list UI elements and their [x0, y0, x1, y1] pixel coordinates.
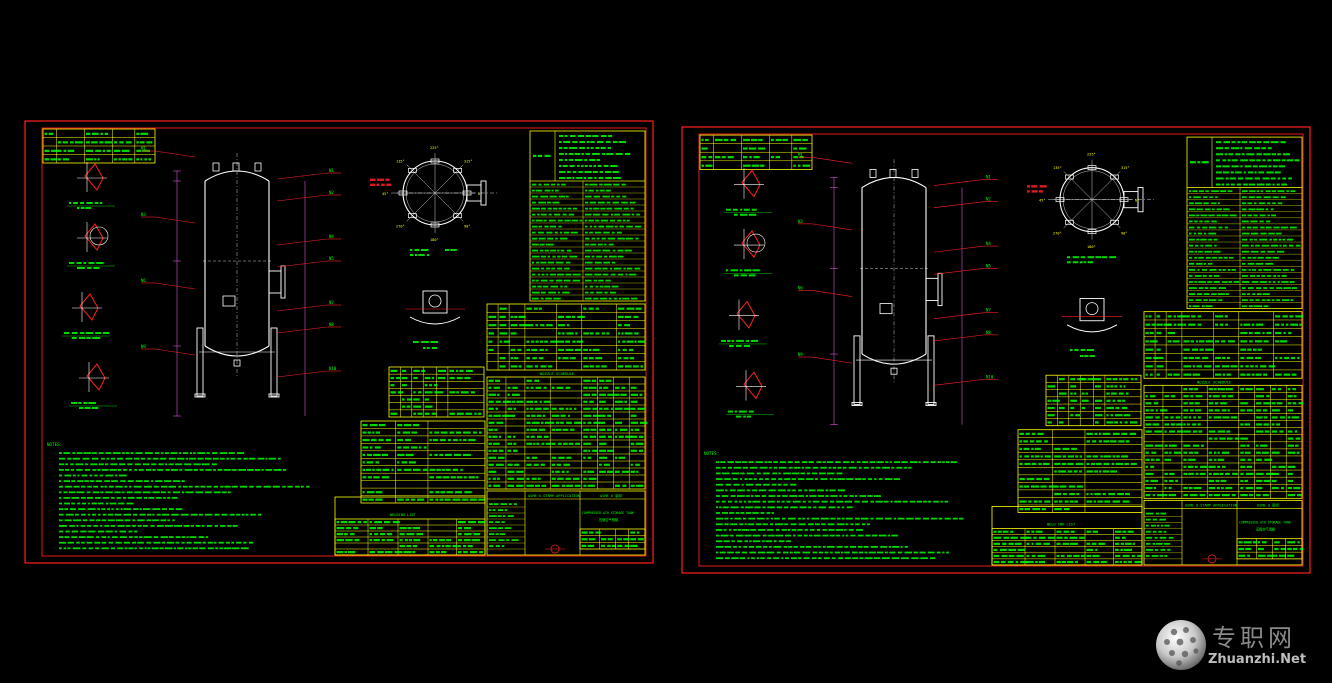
angle-label: 0°	[1135, 199, 1139, 203]
weld-procedure-tables	[360, 366, 486, 504]
angle-label: 0°	[478, 192, 482, 196]
design-data-table	[1186, 136, 1303, 310]
nozzle-tag: N9	[141, 344, 146, 349]
revision-table	[42, 128, 156, 164]
weld-detail-sketches	[719, 168, 774, 418]
drawing-title-cn: 压缩空气储罐	[1256, 527, 1276, 532]
drawing-title: COMPRESSED AIR STORAGE TANK	[1239, 521, 1291, 525]
nozzle-tag: N4	[986, 241, 991, 246]
drawing-title-cn: 压缩空气储罐	[599, 517, 619, 522]
site-watermark: 专职网 Zhuanzhi.Net	[1150, 612, 1332, 678]
revision-table	[699, 134, 813, 170]
watermark-en: Zhuanzhi.Net	[1208, 652, 1307, 667]
asme-stamp-label: ASME U-STAMP APPLICATION	[1185, 503, 1237, 507]
nozzle-tag: N9	[798, 352, 803, 357]
nozzle-tag: N10	[329, 366, 337, 371]
angle-label: 135°	[396, 159, 405, 163]
asme-stamp-cn: ASME U 钢印	[600, 493, 623, 498]
angle-label: 270°	[1053, 231, 1062, 235]
general-notes: NOTES:	[47, 442, 310, 550]
title-block: ASME U-STAMP APPLICATION ASME U 钢印 COMPRES…	[1143, 499, 1304, 566]
lifting-lug-detail	[405, 290, 465, 349]
nozzle-schedule-table: NOZZLE SCHEDULE	[486, 303, 646, 376]
angle-label: 315°	[1121, 166, 1130, 170]
angle-label: 225°	[1087, 153, 1096, 157]
nozzle-tag: N2	[329, 190, 334, 195]
asme-stamp-label: ASME U-STAMP APPLICATION	[528, 494, 580, 498]
nozzle-tag: N8	[329, 322, 334, 327]
weld-detail-sketches	[62, 162, 117, 409]
title-block: ASME U-STAMP APPLICATION ASME U 钢印 COMPRES…	[486, 490, 646, 556]
lifting-lug-detail	[1062, 298, 1122, 358]
nozzle-tag: N10	[986, 374, 994, 379]
nozzle-tag: N6	[141, 278, 146, 283]
nozzle-tag: M1	[798, 152, 803, 157]
material-list-table	[486, 376, 648, 490]
nozzle-tag: N7	[329, 300, 334, 305]
nozzle-orientation-view: 0° 90° 180° 270° 45° 135° 225° 315°	[1027, 153, 1154, 264]
sheet-outer-frame	[681, 126, 1311, 574]
globe-logo-icon	[1156, 620, 1206, 670]
notes-heading: NOTES:	[704, 451, 719, 456]
nozzle-tag: N1	[329, 168, 334, 173]
angle-label: 225°	[430, 146, 439, 150]
angle-label: 90°	[1121, 231, 1128, 235]
material-list-table	[1143, 384, 1304, 499]
nozzle-schedule-title: NOZZLE SCHEDULE	[1197, 379, 1232, 384]
nozzle-tag: N3	[141, 212, 146, 217]
angle-label: 45°	[1039, 199, 1046, 203]
drawing-title: COMPRESSED AIR STORAGE TANK	[582, 511, 634, 515]
angle-label: 180°	[1087, 245, 1096, 249]
asme-stamp-cn: ASME U 钢印	[1257, 502, 1280, 507]
nozzle-tag: N5	[986, 263, 991, 268]
nozzle-tag: N2	[986, 197, 991, 202]
nozzle-schedule-table: NOZZLE SCHEDULE	[1143, 311, 1304, 384]
nozzle-tag: M1	[141, 146, 146, 151]
angle-label: 90°	[464, 225, 471, 229]
nozzle-schedule-title: NOZZLE SCHEDULE	[540, 371, 575, 376]
welding-list-table: WELDING LIST	[334, 496, 486, 556]
nozzle-tag: N1	[986, 174, 991, 179]
nozzle-tag: N5	[329, 256, 334, 261]
angle-label: 45°	[382, 192, 389, 196]
sheet-inner-frame	[698, 133, 1304, 567]
nozzle-orientation-view: 0° 90° 180° 270° 45° 135° 225° 315°	[370, 146, 497, 256]
angle-label: 315°	[464, 159, 473, 163]
nozzle-tag: N4	[329, 234, 334, 239]
sheet-inner-frame	[41, 127, 647, 557]
nozzle-tag: N3	[798, 219, 803, 224]
nozzle-tag: N7	[986, 308, 991, 313]
welding-list-table: WELD INK LIST	[991, 506, 1143, 566]
weld-procedure-tables	[1017, 374, 1143, 513]
notes-heading: NOTES:	[47, 442, 62, 447]
sheet-outer-frame	[24, 120, 654, 564]
nozzle-tag: N8	[986, 330, 991, 335]
angle-label: 135°	[1053, 166, 1062, 170]
general-notes: NOTES:	[704, 451, 964, 560]
welding-list-title: WELDING LIST	[390, 513, 417, 517]
angle-label: 270°	[396, 225, 405, 229]
angle-label: 180°	[430, 238, 439, 242]
watermark-cn: 专职网	[1212, 624, 1296, 652]
welding-list-title: WELD INK LIST	[1047, 523, 1076, 527]
design-data-table	[529, 130, 646, 302]
nozzle-tag: N6	[798, 285, 803, 290]
